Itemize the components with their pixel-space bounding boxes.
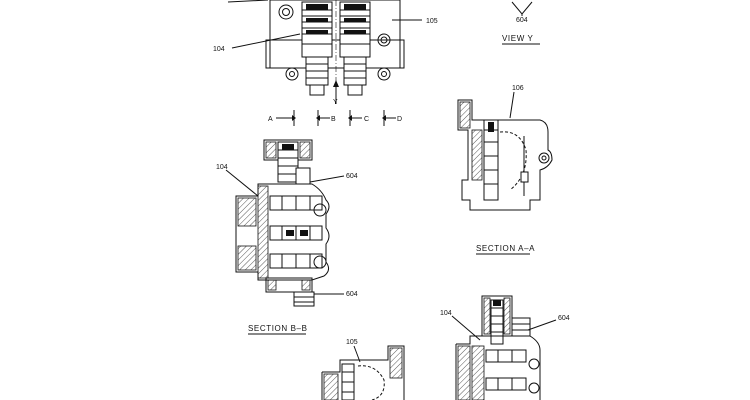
label-604-bottom-right: 604 (558, 315, 570, 322)
label-105-bottom: 105 (346, 339, 358, 346)
caption-section-aa: SECTION A–A (476, 244, 535, 253)
label-arrow-y: Y (333, 99, 338, 106)
view-y-detail (511, 1, 533, 16)
label-604-bb-top: 604 (346, 173, 358, 180)
section-c-drawing (451, 295, 557, 400)
label-105-top: 105 (426, 18, 438, 25)
label-604-view-y: 604 (516, 17, 528, 24)
label-section-c: C (364, 116, 369, 123)
label-section-a: A (268, 116, 273, 123)
caption-section-bb: SECTION B–B (248, 324, 308, 333)
valve-top-view (227, 0, 422, 104)
label-104-bottom-right: 104 (440, 310, 452, 317)
label-104-bb: 104 (216, 164, 228, 171)
label-section-d: D (397, 116, 402, 123)
label-104-top: 104 (213, 46, 225, 53)
section-bb-drawing (225, 139, 345, 307)
label-section-b: B (331, 116, 336, 123)
section-aa-drawing (457, 91, 553, 211)
caption-view-y: VIEW Y (502, 34, 534, 43)
label-604-bb-bottom: 604 (346, 291, 358, 298)
label-106: 106 (512, 85, 524, 92)
section-d-drawing (321, 345, 405, 400)
section-markers (276, 110, 396, 126)
